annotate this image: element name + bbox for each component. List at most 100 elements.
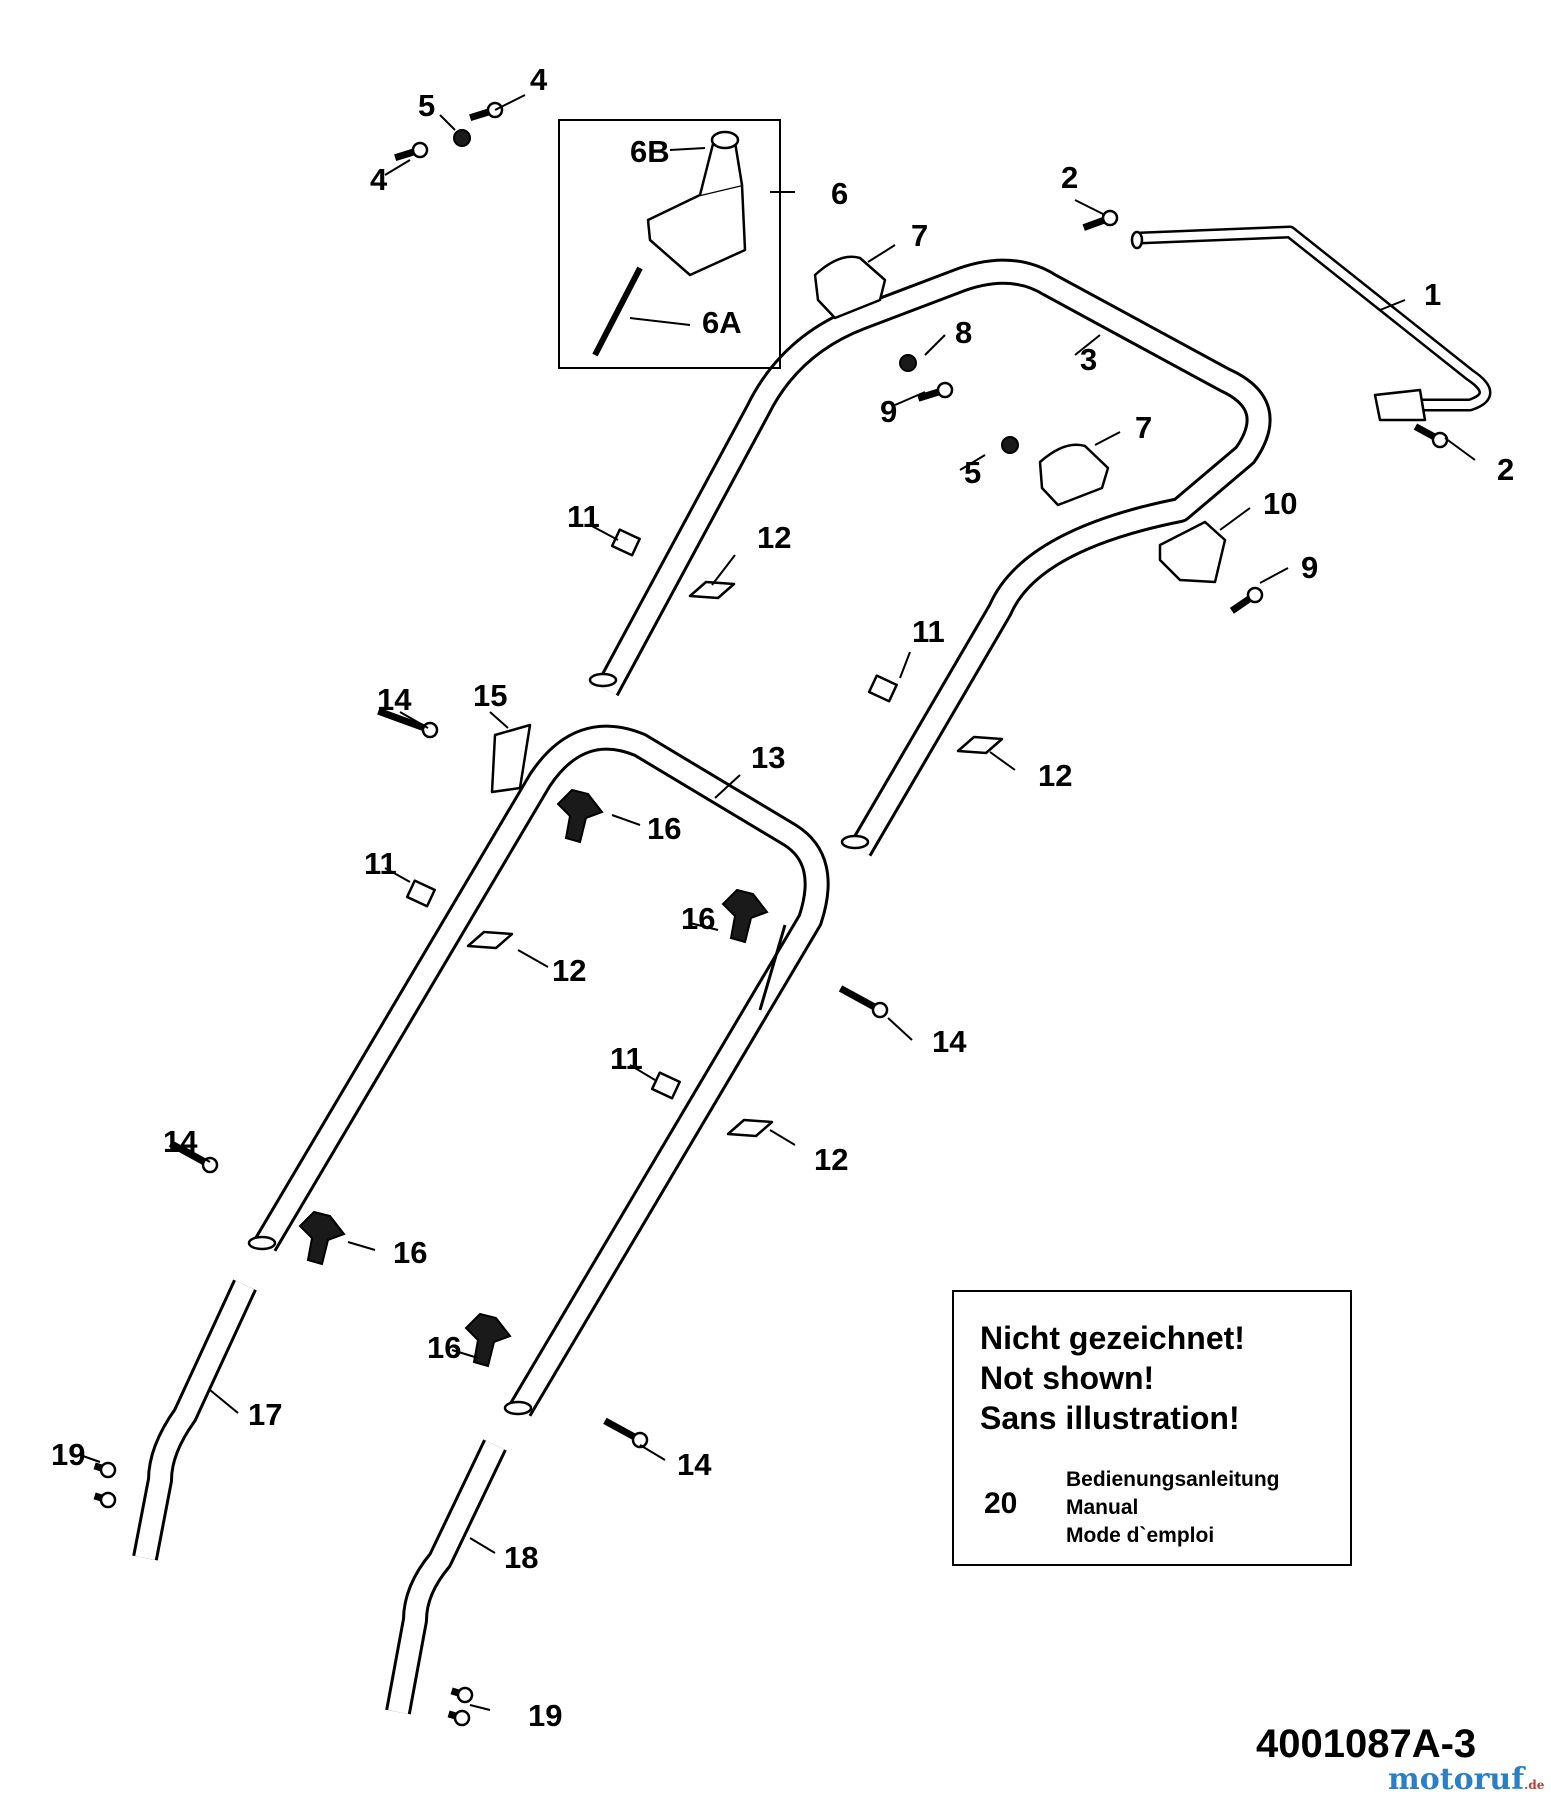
callout-4: 4 bbox=[370, 162, 388, 197]
callout-6a: 6A bbox=[702, 305, 742, 340]
leader-line bbox=[517, 949, 549, 968]
bolt bbox=[450, 1686, 474, 1704]
bolt bbox=[447, 1709, 471, 1727]
note-item-desc-3: Mode d`emploi bbox=[1066, 1524, 1215, 1547]
leader-line bbox=[639, 1444, 666, 1461]
watermark-tld: .de bbox=[1524, 1778, 1545, 1792]
leader-line bbox=[451, 1349, 479, 1359]
throttle-control-assembly bbox=[558, 119, 781, 369]
callout-7: 7 bbox=[1135, 410, 1152, 445]
callout-12: 12 bbox=[552, 953, 586, 988]
leader-line bbox=[959, 454, 986, 471]
bolt bbox=[469, 101, 504, 122]
leader-line bbox=[1219, 507, 1251, 531]
callout-17: 17 bbox=[248, 1397, 282, 1432]
leader-line bbox=[714, 774, 741, 799]
callout-11: 11 bbox=[912, 614, 945, 649]
bolt bbox=[1082, 209, 1119, 231]
spacer-block bbox=[650, 1071, 681, 1100]
cable-guide-lower bbox=[1038, 443, 1110, 507]
lever-bracket bbox=[1158, 520, 1227, 584]
callout-11: 11 bbox=[364, 846, 397, 881]
callout-1: 1 bbox=[1424, 277, 1441, 312]
note-line-1: Nicht gezeichnet! bbox=[980, 1320, 1245, 1356]
note-item-desc-2: Manual bbox=[1066, 1496, 1139, 1519]
leader-line bbox=[494, 94, 526, 111]
lower-tube-right bbox=[385, 1439, 507, 1715]
callout-15: 15 bbox=[473, 678, 507, 713]
leader-line bbox=[629, 1064, 656, 1081]
leader-line bbox=[611, 814, 641, 826]
drawing-number: 4001087A-3 bbox=[1256, 1722, 1477, 1766]
bolt bbox=[93, 1491, 117, 1509]
leader-line bbox=[769, 1129, 796, 1146]
nut bbox=[899, 354, 917, 372]
callout-16: 16 bbox=[681, 901, 715, 936]
spacer-block bbox=[405, 879, 436, 908]
leader-line bbox=[399, 711, 429, 729]
leader-line bbox=[867, 244, 896, 263]
callout-9: 9 bbox=[880, 394, 897, 429]
note-item-number: 20 bbox=[984, 1487, 1018, 1520]
wing-knob bbox=[464, 1312, 512, 1368]
note-line-2: Not shown! bbox=[980, 1360, 1155, 1396]
callout-11: 11 bbox=[567, 499, 600, 534]
cable-clip bbox=[490, 723, 532, 794]
note-line-3: Sans illustration! bbox=[980, 1400, 1240, 1436]
leader-line bbox=[924, 334, 946, 356]
leader-line bbox=[689, 922, 719, 931]
washer-plate bbox=[688, 580, 736, 600]
leader-line bbox=[711, 554, 736, 586]
callout-6b: 6B bbox=[630, 134, 670, 169]
callout-14: 14 bbox=[163, 1124, 198, 1159]
callout-8: 8 bbox=[955, 315, 972, 350]
leader-line bbox=[384, 159, 411, 176]
upper-handle-bar bbox=[588, 258, 1272, 857]
watermark-logo: motoruf.de bbox=[1388, 1762, 1544, 1797]
callout-labels: 1223445566A6B778991011111111121212121314… bbox=[51, 62, 1514, 1733]
callout-16: 16 bbox=[393, 1235, 427, 1270]
not-shown-note-box: Nicht gezeichnet! Not shown! Sans illust… bbox=[952, 1290, 1352, 1566]
bail-lever bbox=[1130, 225, 1492, 422]
leader-line bbox=[1074, 199, 1106, 216]
leader-line bbox=[589, 524, 619, 541]
leader-line bbox=[1094, 431, 1121, 446]
bolt bbox=[168, 1140, 219, 1174]
leader-line bbox=[184, 1147, 211, 1163]
callout-14: 14 bbox=[377, 682, 412, 717]
callout-9: 9 bbox=[1301, 550, 1318, 585]
callout-3: 3 bbox=[1080, 342, 1097, 377]
note-item-desc-1: Bedienungsanleitung bbox=[1066, 1468, 1280, 1491]
leader-line bbox=[1444, 437, 1476, 461]
bolt bbox=[1229, 586, 1264, 614]
washer-plate bbox=[956, 735, 1004, 755]
leader-line bbox=[469, 1704, 491, 1711]
bolt bbox=[917, 381, 954, 402]
bolt bbox=[603, 1417, 649, 1449]
leader-line bbox=[384, 867, 411, 883]
callout-7: 7 bbox=[911, 218, 928, 253]
leader-line bbox=[669, 147, 706, 151]
callout-18: 18 bbox=[504, 1540, 538, 1575]
leader-line bbox=[439, 114, 456, 131]
nut bbox=[453, 129, 471, 147]
leader-line bbox=[989, 751, 1016, 771]
bolt bbox=[838, 985, 889, 1019]
lower-handle-bar bbox=[247, 724, 830, 1417]
callout-16: 16 bbox=[647, 811, 681, 846]
leader-line bbox=[79, 1454, 101, 1463]
wing-knob bbox=[298, 1210, 346, 1266]
callout-19: 19 bbox=[528, 1698, 562, 1733]
bolt bbox=[1413, 423, 1449, 449]
callout-12: 12 bbox=[814, 1142, 848, 1177]
washer-plate bbox=[466, 930, 514, 950]
leader-line bbox=[887, 1017, 913, 1041]
spacer-block bbox=[610, 528, 641, 557]
leader-line bbox=[1259, 567, 1289, 584]
bolt bbox=[394, 141, 429, 162]
leader-line bbox=[1074, 334, 1101, 356]
leader-line bbox=[899, 651, 911, 679]
leader-line bbox=[1379, 299, 1406, 311]
spacer-block bbox=[867, 674, 898, 703]
